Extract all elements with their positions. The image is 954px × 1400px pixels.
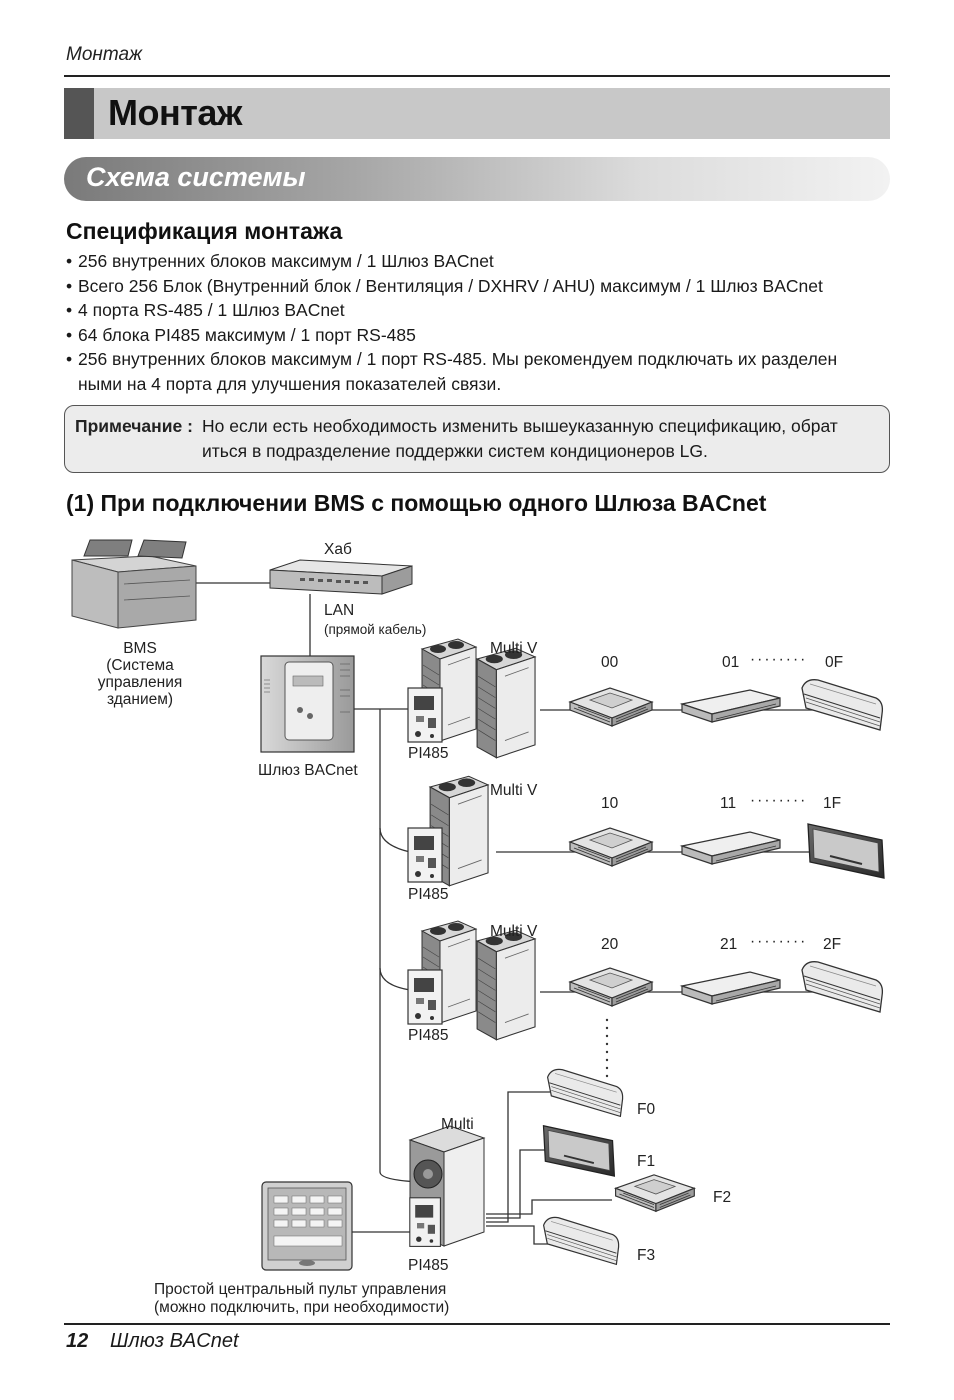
unit-address: 20 bbox=[601, 936, 619, 953]
section-bar: Схема системы bbox=[64, 157, 890, 201]
note-box: Примечание : Но если есть необходимость … bbox=[64, 405, 890, 473]
pi485-label: PI485 bbox=[408, 1257, 449, 1274]
unit-address: 01 bbox=[722, 654, 740, 671]
continuation-dots: ········ bbox=[750, 933, 808, 950]
multi-outdoor-unit-icon bbox=[408, 1125, 486, 1247]
unit-address: 10 bbox=[601, 795, 619, 812]
lan-label: LAN bbox=[324, 602, 355, 619]
spec-list: 256 внутренних блоков максимум / 1 Шлюз … bbox=[66, 249, 896, 396]
page-number: 12 bbox=[66, 1330, 89, 1352]
title-tab bbox=[64, 88, 94, 139]
note-line-1: Но если есть необходимость изменить выше… bbox=[202, 416, 838, 436]
pi485-label: PI485 bbox=[408, 886, 449, 903]
unit-address: 2F bbox=[823, 936, 842, 953]
spec-item: 64 блока PI485 максимум / 1 порт RS-485 bbox=[66, 323, 896, 348]
unit-address: 21 bbox=[720, 936, 738, 953]
bms-workstation-icon bbox=[71, 539, 197, 629]
hub-icon bbox=[269, 559, 413, 595]
spec-item: 256 внутренних блоков максимум / 1 Шлюз … bbox=[66, 249, 896, 274]
bms-label: BMS (Система управления зданием) bbox=[97, 640, 183, 708]
unit-address: F3 bbox=[637, 1247, 656, 1264]
central-controller-label: Простой центральный пульт управления (мо… bbox=[154, 1281, 450, 1316]
unit-address: 00 bbox=[601, 654, 619, 671]
unit-address: F2 bbox=[713, 1189, 732, 1206]
diagram-heading: (1) При подключении BMS с помощью одного… bbox=[66, 490, 767, 516]
continuation-dots: ········ bbox=[750, 792, 808, 809]
footer-title: Шлюз BACnet bbox=[110, 1330, 239, 1352]
note-line-2: иться в подразделение поддержки систем к… bbox=[202, 441, 708, 461]
unit-address: 11 bbox=[720, 795, 737, 812]
spec-item: Всего 256 Блок (Внутренний блок / Вентил… bbox=[66, 274, 896, 299]
multi-label: Multi bbox=[441, 1116, 474, 1133]
spec-item: 256 внутренних блоков максимум / 1 порт … bbox=[66, 347, 883, 396]
hub-label: Хаб bbox=[324, 541, 352, 558]
multi-v-label: Multi V bbox=[490, 782, 538, 799]
multi-v-label: Multi V bbox=[490, 640, 538, 657]
continuation-dots: ········ bbox=[750, 651, 808, 668]
unit-address: 1F bbox=[823, 795, 842, 812]
pi485-label: PI485 bbox=[408, 745, 449, 762]
page-title: Монтаж bbox=[108, 92, 242, 133]
spec-heading: Спецификация монтажа bbox=[66, 218, 343, 244]
unit-address: F1 bbox=[637, 1153, 656, 1170]
central-controller-icon bbox=[261, 1181, 353, 1271]
running-head: Монтаж bbox=[66, 44, 143, 65]
multi-v-outdoor-unit-icon bbox=[407, 775, 489, 887]
header-rule bbox=[64, 75, 890, 77]
bacnet-gateway-icon bbox=[260, 655, 355, 753]
footer-rule bbox=[64, 1323, 890, 1325]
multi-v-label: Multi V bbox=[490, 923, 538, 940]
section-title: Схема системы bbox=[86, 162, 306, 192]
lan-note: (прямой кабель) bbox=[324, 622, 427, 637]
gateway-label: Шлюз BACnet bbox=[258, 762, 358, 779]
unit-address: 0F bbox=[825, 654, 844, 671]
note-label: Примечание : bbox=[75, 416, 193, 436]
unit-address: F0 bbox=[637, 1101, 656, 1118]
pi485-label: PI485 bbox=[408, 1027, 449, 1044]
page-title-bar: Монтаж bbox=[64, 88, 890, 139]
spec-item: 4 порта RS-485 / 1 Шлюз BACnet bbox=[66, 298, 896, 323]
